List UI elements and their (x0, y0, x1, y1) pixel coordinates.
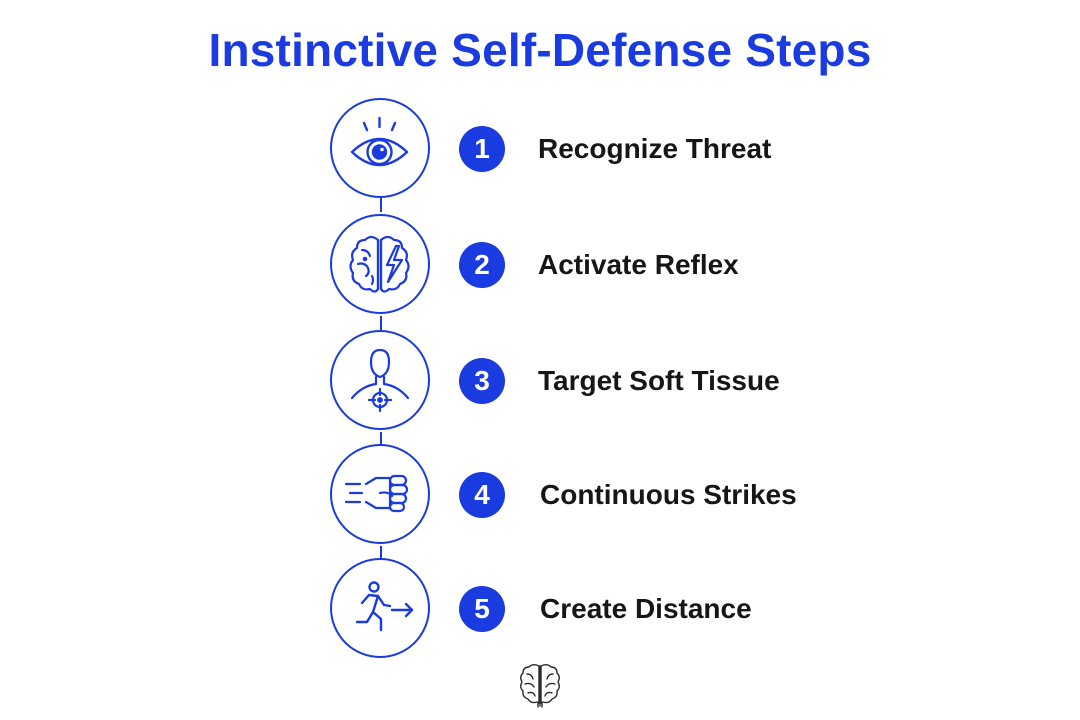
fist-icon (330, 444, 430, 544)
step-5-label: Create Distance (540, 593, 752, 624)
step-1-label: Recognize Threat (538, 133, 772, 164)
timeline-connector (380, 316, 382, 330)
step-1-number-badge: 1 (459, 126, 505, 172)
brain-logo-icon (519, 662, 561, 708)
page-title: Instinctive Self-Defense Steps (208, 24, 872, 76)
step-2-number-badge: 2 (459, 242, 505, 288)
timeline-connector (380, 198, 382, 212)
step-3-number-badge: 3 (459, 358, 505, 404)
step-4-label: Continuous Strikes (540, 479, 797, 510)
person-target-icon (330, 330, 430, 430)
step-4-number-badge: 4 (459, 472, 505, 518)
step-5-number-badge: 5 (459, 586, 505, 632)
timeline-connector (380, 432, 382, 444)
timeline-connector (380, 546, 382, 560)
eye-icon (330, 98, 430, 198)
brain-lightning-icon (330, 214, 430, 314)
step-2-label: Activate Reflex (538, 249, 739, 280)
step-3-label: Target Soft Tissue (538, 365, 780, 396)
running-person-icon (330, 558, 430, 658)
